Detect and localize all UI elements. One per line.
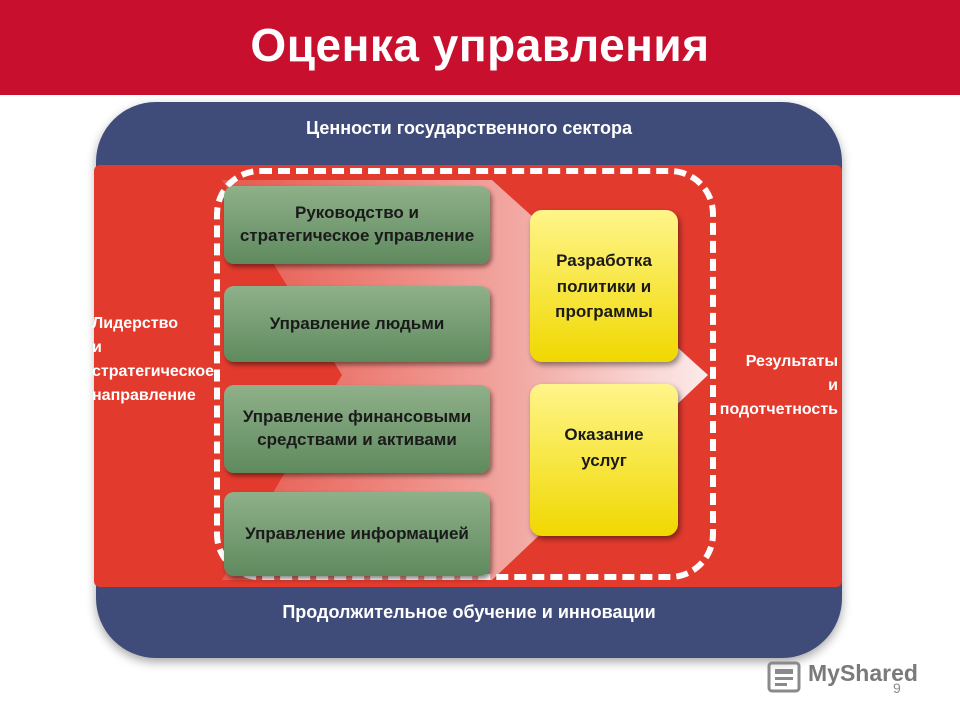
myshared-logo-text[interactable]: MyShared: [808, 660, 918, 686]
left-side-line: направление: [92, 387, 196, 404]
box-policy: Разработка политики и программы: [530, 210, 678, 362]
left-side-line: Лидерство: [92, 315, 179, 332]
box-leadership: Руководство и стратегическое управление: [224, 186, 490, 264]
top-label: Ценности государственного сектора: [305, 118, 633, 138]
box-services-line: услуг: [581, 450, 627, 470]
box-policy-line: программы: [555, 302, 653, 321]
box-services: Оказание услуг: [530, 384, 678, 536]
left-side-label: Лидерство и стратегическое направление: [92, 312, 214, 408]
right-side-line: Результаты: [745, 353, 838, 370]
left-side-line: стратегическое: [92, 363, 214, 380]
right-side-line: и: [828, 377, 838, 394]
box-people: Управление людьми: [224, 286, 490, 362]
right-side-label: Результаты и подотчетность: [680, 350, 838, 422]
page-number: 9: [893, 680, 901, 696]
bottom-label: Продолжительное обучение и инновации: [282, 602, 656, 622]
box-finance: Управление финансовыми средствами и акти…: [224, 385, 490, 473]
box-policy-line: Разработка: [556, 251, 652, 270]
box-information: Управление информацией: [224, 492, 490, 576]
right-side-line: подотчетность: [719, 401, 838, 418]
box-services-line: Оказание: [564, 425, 644, 444]
title-bar: [0, 0, 960, 95]
page-title: Оценка управления: [250, 19, 710, 71]
box-policy-line: политики и: [556, 276, 652, 296]
myshared-logo-icon: [767, 661, 801, 693]
left-side-line: и: [92, 339, 102, 356]
dashed-boundary: [214, 168, 716, 580]
